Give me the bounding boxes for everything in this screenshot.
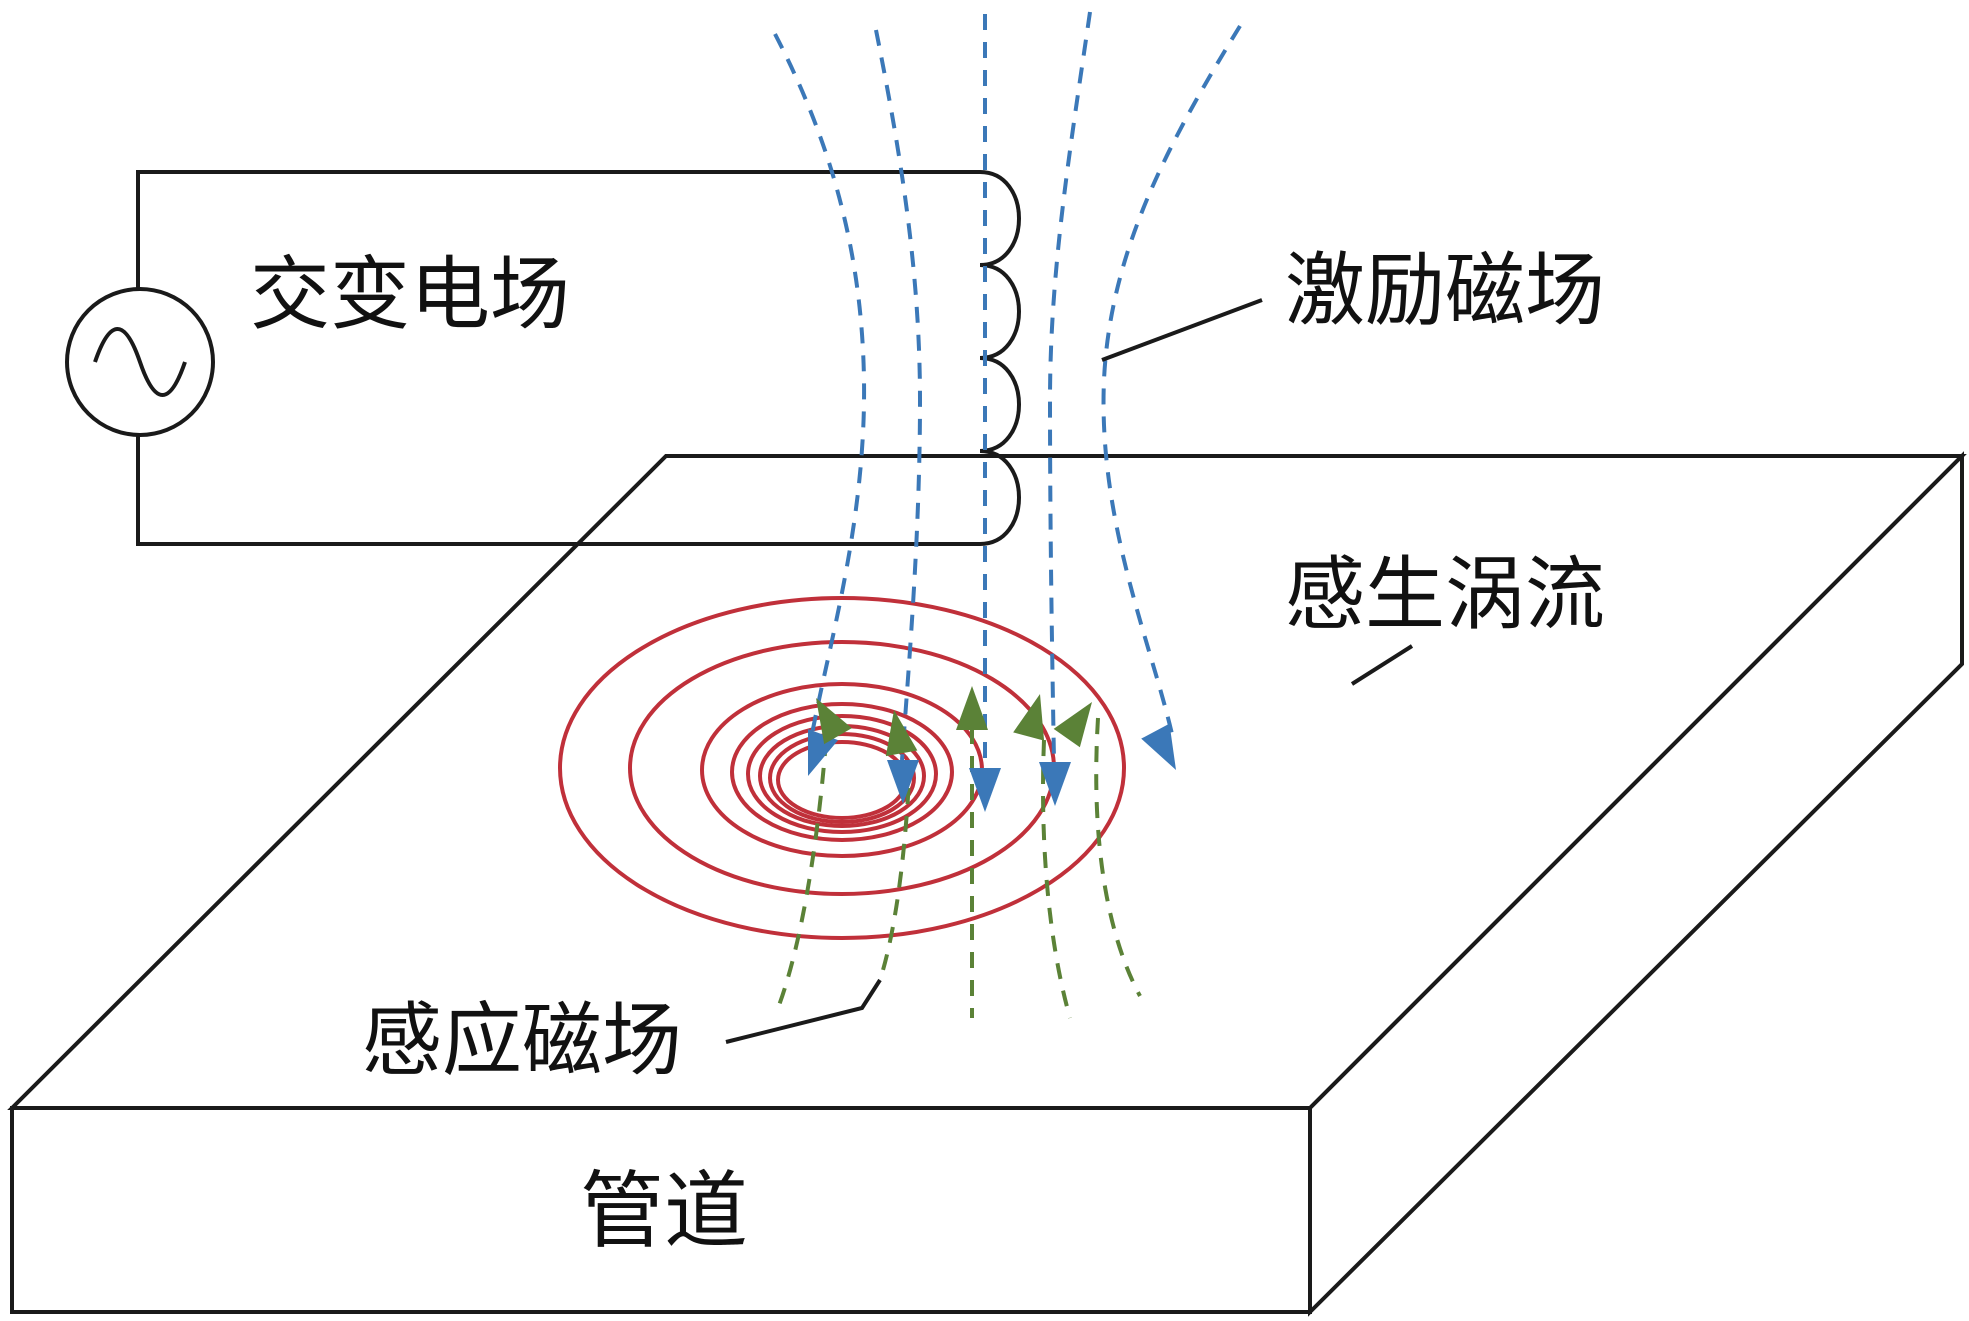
excitation-field-label: 激励磁场 — [1285, 244, 1605, 337]
circuit — [65, 170, 1021, 546]
field-arrows — [808, 686, 1176, 812]
induced-field-leader — [725, 978, 882, 1044]
circuit-wire-top — [136, 170, 980, 290]
pipe-label: 管道 — [580, 1162, 748, 1260]
excitation-field-leader — [1101, 298, 1263, 362]
ac-field-label: 交变电场 — [250, 248, 570, 341]
induced-field-label: 感应磁场 — [362, 994, 682, 1087]
excitation-arrow — [887, 760, 919, 804]
induced-field-line — [1041, 739, 1072, 1019]
excitation-field-line — [1047, 11, 1092, 761]
eddy-current-ring — [558, 596, 1126, 940]
induced-field-line — [776, 711, 830, 1009]
excitation-field-lines — [773, 11, 1242, 761]
induced-arrow — [1053, 702, 1092, 748]
excitation-arrow — [808, 729, 839, 776]
coil-icon — [979, 170, 1021, 546]
induced-arrow — [816, 698, 852, 745]
induced-field-line — [878, 759, 912, 981]
ac-source-icon — [65, 287, 215, 437]
eddy-current-ring — [746, 714, 938, 834]
eddy-current-ring — [768, 732, 916, 824]
excitation-arrow — [969, 768, 1001, 812]
eddy-current-ring — [730, 702, 954, 842]
pipe-side-face — [1308, 451, 1964, 1317]
induced-field-lines — [776, 700, 1142, 1019]
eddy-current-label: 感生涡流 — [1285, 548, 1605, 641]
excitation-field-line — [773, 33, 867, 735]
induced-field-line — [1094, 717, 1142, 997]
induced-arrow — [885, 710, 918, 757]
eddy-current-leader — [1350, 644, 1414, 686]
excitation-field-line — [874, 29, 923, 761]
excitation-field-line — [1101, 24, 1242, 735]
induced-arrow — [956, 686, 988, 730]
induced-arrow — [1013, 694, 1045, 741]
circuit-wire-bottom — [136, 434, 980, 546]
excitation-arrow — [1141, 723, 1176, 770]
excitation-arrow — [1039, 762, 1071, 806]
